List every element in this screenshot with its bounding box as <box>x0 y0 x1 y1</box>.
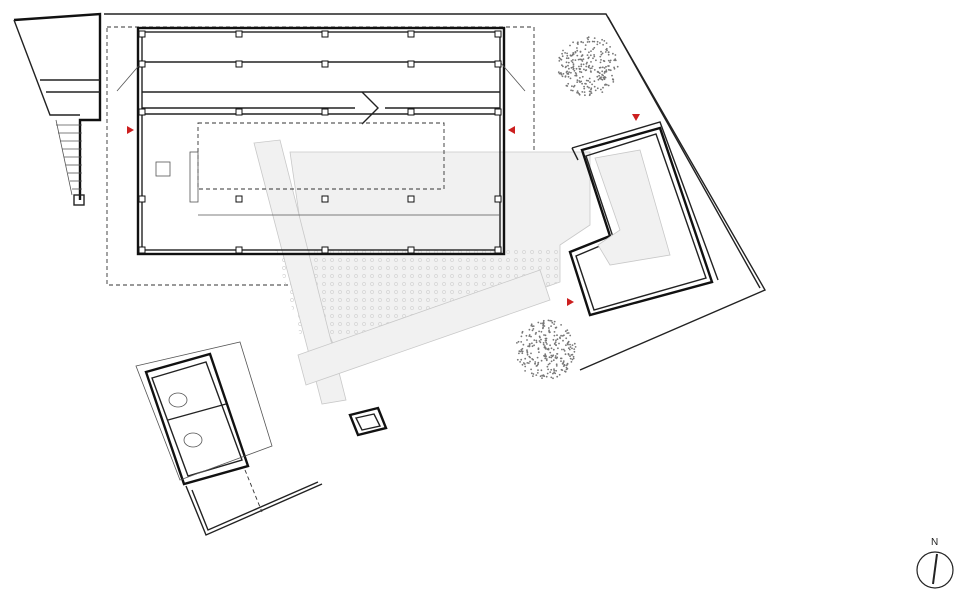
toilet-fixture-2 <box>183 432 203 448</box>
north-label: N <box>931 537 939 548</box>
entrance-arrow-west <box>127 126 134 134</box>
entrance-arrows <box>127 114 640 306</box>
tree-canopy-north <box>557 36 619 97</box>
entrance-arrow-east <box>508 126 515 134</box>
north-arrow-icon <box>916 551 954 589</box>
toilet-fixture-1 <box>168 392 188 408</box>
site-boundary <box>104 13 766 371</box>
entrance-arrow-northeast <box>632 114 640 121</box>
stair-block <box>13 12 102 206</box>
tree-canopy-south <box>516 319 577 380</box>
east-building <box>568 121 719 317</box>
stair-treads <box>55 119 82 196</box>
pavilion-posts <box>138 30 502 254</box>
entrance-arrow-southeast <box>567 298 574 306</box>
main-pavilion <box>116 26 526 256</box>
deck-paths <box>253 139 591 405</box>
small-planter <box>348 406 388 437</box>
toilet-block <box>135 341 323 536</box>
